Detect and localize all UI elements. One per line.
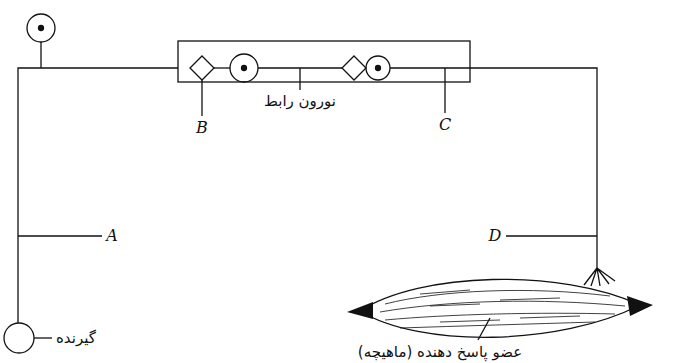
leader-line bbox=[18, 235, 102, 236]
wire bbox=[214, 67, 230, 68]
muscle-fibers bbox=[380, 290, 625, 328]
tendon bbox=[627, 296, 653, 316]
axon bbox=[40, 42, 41, 68]
leader-line bbox=[444, 68, 445, 113]
motor-neuron bbox=[390, 68, 597, 268]
part-letter: C bbox=[439, 116, 451, 134]
muscle-body bbox=[360, 279, 640, 337]
leader-line bbox=[34, 337, 52, 338]
leader-line bbox=[299, 68, 300, 90]
cell-body bbox=[366, 56, 390, 80]
effector-label: عضو پاسخ دهنده (ماهیچه) bbox=[358, 344, 522, 361]
synapse-diamond bbox=[342, 56, 366, 80]
sensory-neuron bbox=[18, 68, 178, 323]
part-letter: B bbox=[196, 119, 208, 137]
receptor-symbol bbox=[4, 323, 34, 353]
part-letter: D bbox=[489, 227, 502, 245]
interneuron-label: نورون رابط bbox=[264, 93, 336, 110]
leader-line bbox=[201, 80, 202, 116]
nerve-endings bbox=[584, 268, 615, 286]
nucleus bbox=[39, 26, 44, 31]
nucleus bbox=[376, 66, 381, 71]
leader-line bbox=[506, 235, 597, 236]
spinal-cord-box bbox=[178, 41, 470, 82]
cell-body bbox=[27, 14, 55, 42]
synapse-diamond bbox=[190, 56, 214, 80]
tendon bbox=[347, 302, 373, 319]
part-letter: A bbox=[106, 227, 118, 245]
nucleus bbox=[242, 66, 247, 71]
cell-body bbox=[230, 54, 258, 82]
receptor-label: گیرنده bbox=[56, 330, 96, 347]
